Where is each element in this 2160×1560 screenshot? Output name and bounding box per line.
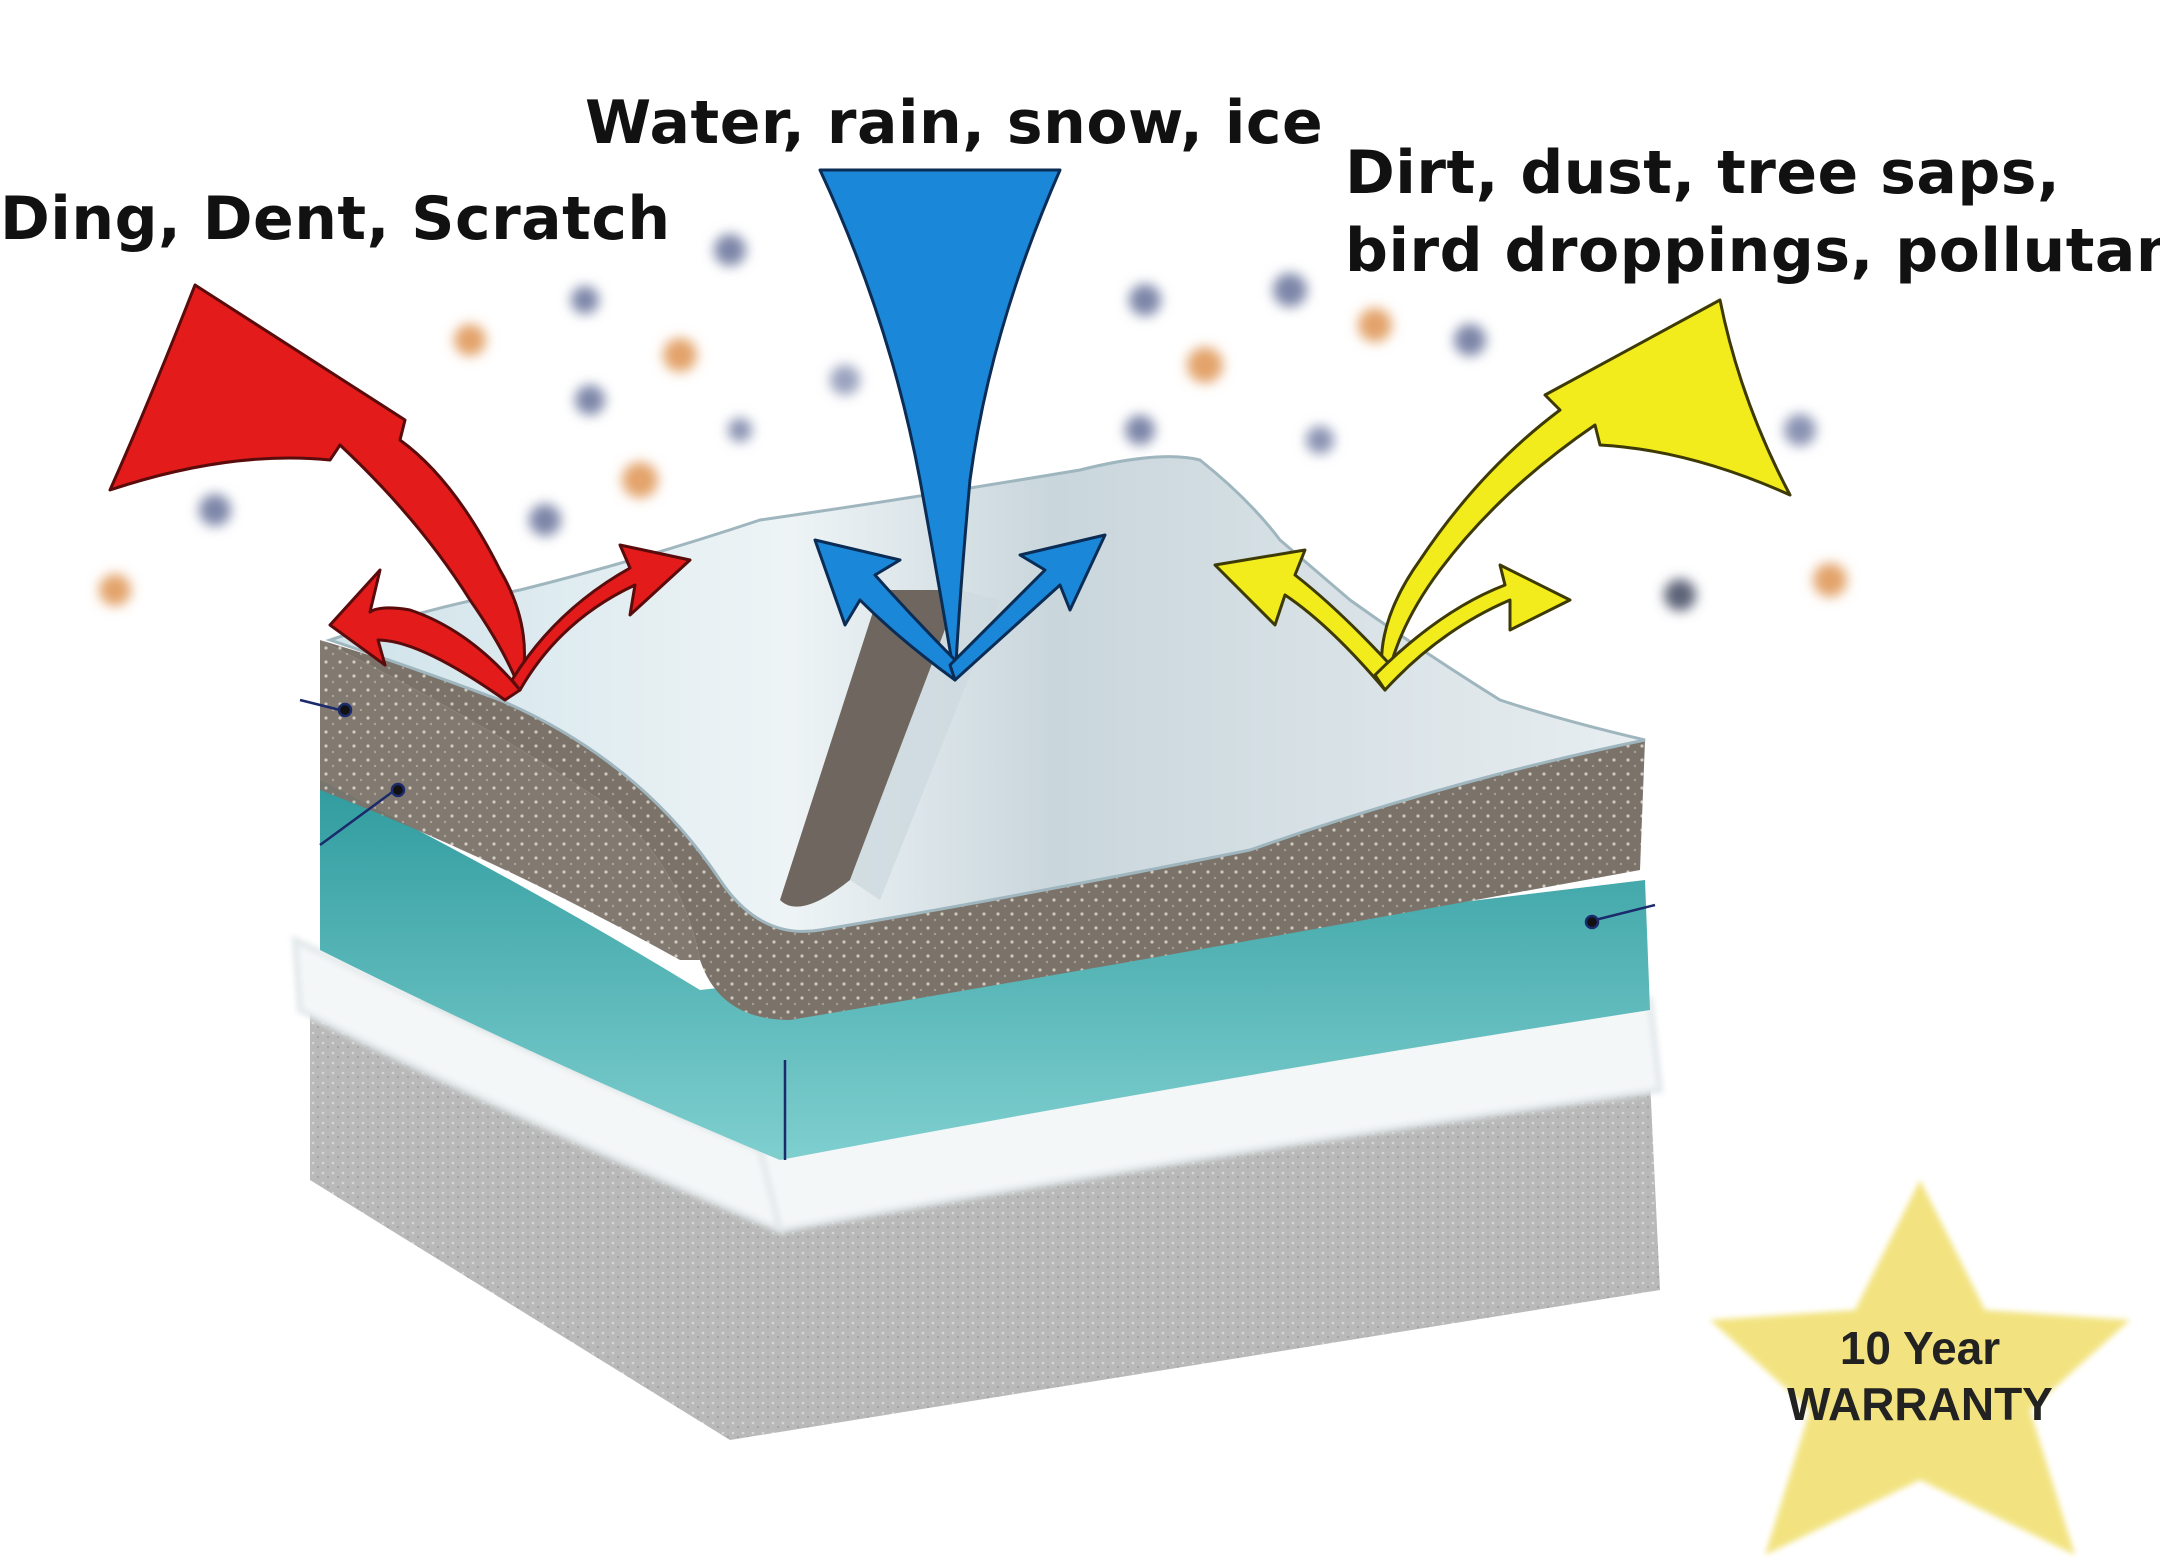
water-deflect-left-arrow <box>813 538 962 682</box>
warranty-word: WARRANTY <box>1787 1378 2053 1430</box>
particles <box>99 234 1847 611</box>
warranty-years: 10 Year <box>1839 1322 2001 1374</box>
impact-label: Ding, Dent, Scratch <box>0 184 671 254</box>
impact-deflect-right-arrow <box>510 543 692 692</box>
dirt-label-line-1: Dirt, dust, tree saps, <box>1345 138 2061 208</box>
scratch-groove <box>780 590 960 907</box>
impact-deflect-left-arrow <box>328 568 522 702</box>
dirt-main-arrow <box>1380 298 1792 692</box>
layer-pointers <box>299 698 1656 1160</box>
base-coat-layer <box>320 640 1645 1020</box>
base-coat-left-wall <box>320 640 700 960</box>
dirt-arrows <box>1213 298 1792 692</box>
water-deflect-right-arrow <box>948 533 1107 682</box>
dirt-deflect-left-arrow <box>1213 548 1397 692</box>
impact-arrows <box>108 283 692 702</box>
impact-main-arrow <box>108 283 526 692</box>
water-label: Water, rain, snow, ice <box>585 88 1324 158</box>
dirt-label-line-2: bird droppings, pollutants <box>1345 216 2160 286</box>
warranty-badge: 10 Year WARRANTY <box>1760 1320 2080 1432</box>
water-arrows <box>813 168 1107 682</box>
dirt-deflect-right-arrow <box>1373 563 1572 692</box>
warranty-star-icon <box>1710 1180 2130 1555</box>
